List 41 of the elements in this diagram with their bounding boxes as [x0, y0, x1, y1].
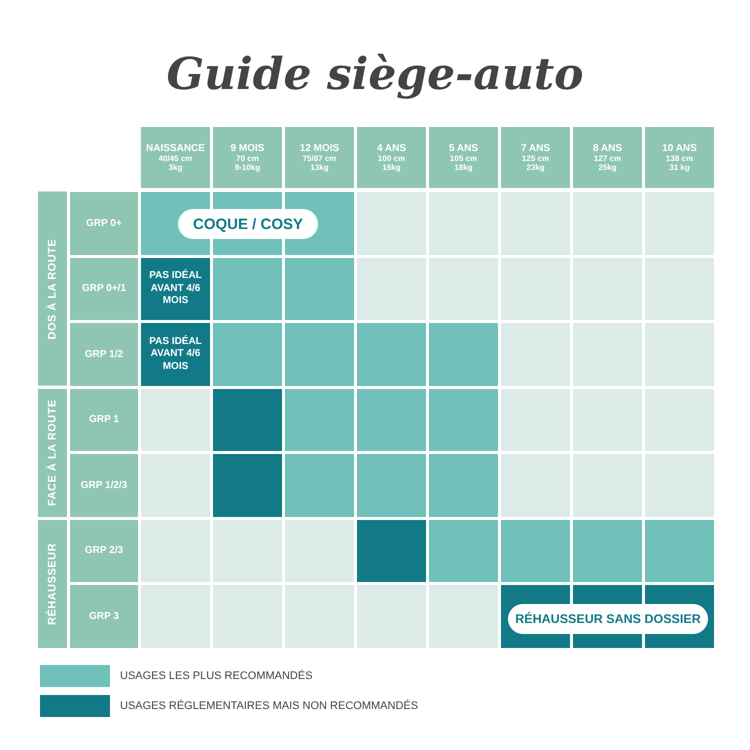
- height-label: 100 cm: [378, 154, 406, 164]
- group-label: GRP 1: [70, 388, 138, 451]
- group-label: GRP 0+/1: [70, 258, 138, 320]
- age-label: 9 MOIS: [230, 142, 264, 154]
- height-label: 70 cm: [236, 154, 259, 164]
- age-label: 8 ANS: [592, 142, 622, 154]
- group-label: GRP 2/3: [70, 520, 138, 582]
- legend-text: USAGES RÉGLEMENTAIRES MAIS NON RECOMMANDÉS: [120, 698, 420, 714]
- weight-label: 23kg: [526, 163, 545, 172]
- category-band: RÉHAUSSEUR: [38, 520, 67, 648]
- warning-cell: PAS IDÉAL AVANT 4/6 MOIS: [141, 258, 210, 320]
- height-label: 138 cm: [666, 154, 694, 164]
- weight-label: 3kg: [168, 163, 182, 172]
- group-label: GRP 1/2/3: [70, 454, 138, 516]
- weight-label: 15kg: [382, 163, 401, 172]
- weight-label: 13kg: [310, 163, 329, 172]
- age-label: 5 ANS: [448, 142, 478, 154]
- group-label: GRP 0+: [70, 192, 138, 254]
- age-label: 10 ANS: [662, 142, 697, 154]
- weight-label: 18kg: [454, 163, 473, 172]
- warning-cell: PAS IDÉAL AVANT 4/6 MOIS: [141, 323, 210, 386]
- height-label: 125 cm: [522, 154, 550, 164]
- age-label: 7 ANS: [520, 142, 550, 154]
- height-label: 127 cm: [594, 154, 622, 164]
- age-label: 12 MOIS: [300, 142, 340, 154]
- height-label: 40/45 cm: [158, 154, 192, 164]
- age-label: NAISSANCE: [146, 142, 205, 154]
- tag-label: RÉHAUSSEUR SANS DOSSIER: [508, 604, 708, 634]
- weight-label: 31 kg: [669, 163, 690, 172]
- age-label: 4 ANS: [376, 142, 406, 154]
- group-label: GRP 3: [70, 585, 138, 648]
- weight-label: 25kg: [598, 163, 617, 172]
- group-label: GRP 1/2: [70, 323, 138, 386]
- legend-text: USAGES LES PLUS RECOMMANDÉS: [120, 668, 314, 684]
- height-label: 75/87 cm: [302, 154, 336, 164]
- height-label: 105 cm: [450, 154, 478, 164]
- category-band: FACE À LA ROUTE: [38, 388, 67, 516]
- title: Guide siège-auto: [165, 48, 585, 102]
- category-band: DOS À LA ROUTE: [38, 192, 67, 386]
- tag-label: COQUE / COSY: [178, 209, 318, 239]
- weight-label: 9-10kg: [234, 163, 260, 172]
